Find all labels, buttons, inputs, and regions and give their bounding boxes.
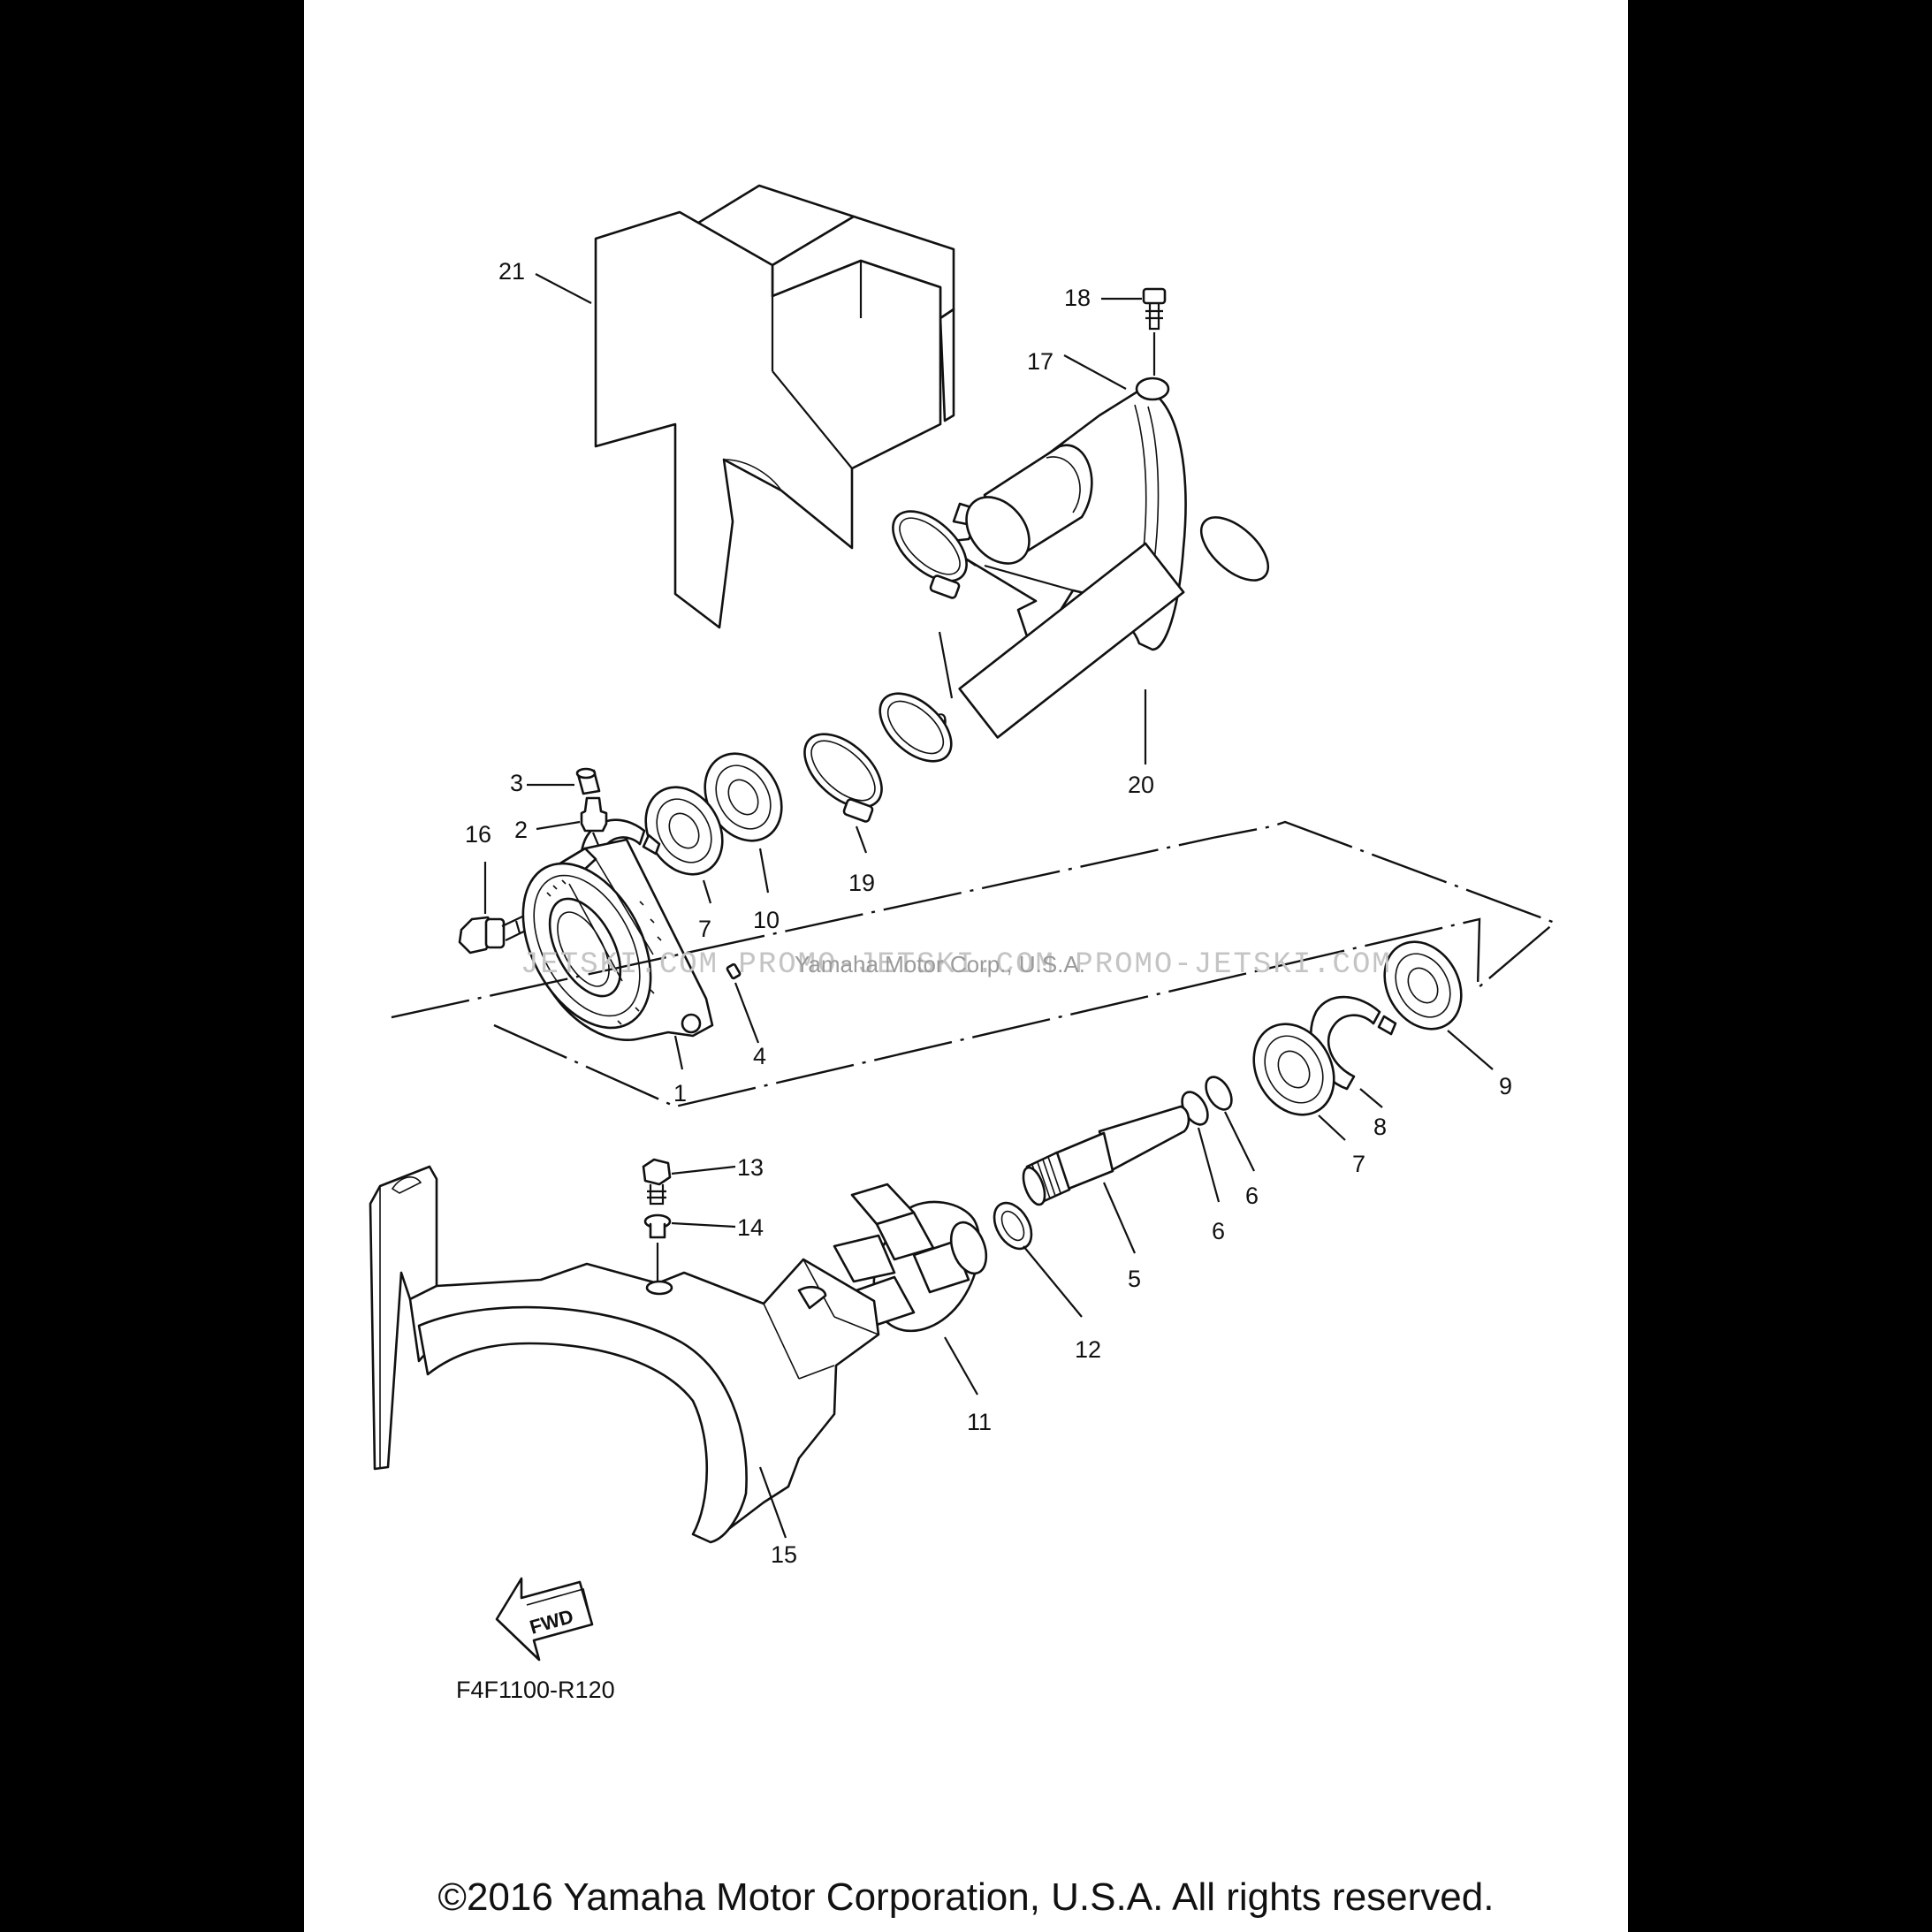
callout-7-upper: 7 (698, 916, 711, 942)
callout-6-right: 6 (1245, 1183, 1259, 1209)
part-21-cover (594, 184, 955, 629)
part-14-collar (643, 1213, 672, 1239)
leader-11 (944, 1336, 978, 1396)
part-9-bearing (1383, 940, 1463, 1031)
part-12-washer (993, 1201, 1033, 1251)
diagram-sheet: 21 18 17 19 20 19 (304, 0, 1628, 1932)
watermark-text: JETSKI.COM PROMO-JETSKI.COM PROMO-JETSKI… (521, 948, 1392, 982)
callout-17: 17 (1027, 348, 1053, 375)
leader-8-lower (1359, 1088, 1383, 1108)
callout-11: 11 (967, 1409, 992, 1435)
callout-19-lower: 19 (848, 870, 875, 896)
callout-2: 2 (514, 817, 528, 843)
callout-5: 5 (1128, 1266, 1141, 1292)
assembly-bracket (383, 820, 1557, 1108)
part-4-pin (726, 962, 742, 980)
callout-18: 18 (1064, 285, 1091, 311)
leader-19-lower (855, 825, 868, 854)
callout-10: 10 (753, 907, 780, 933)
leader-17 (1063, 354, 1127, 390)
part-6-oring-a (1205, 1076, 1233, 1111)
leader-9 (1447, 1030, 1494, 1070)
copyright-notice: ©2016 Yamaha Motor Corporation, U.S.A. A… (437, 1875, 1495, 1919)
part-7-bearing-lower (1252, 1023, 1335, 1116)
leader-13 (671, 1165, 736, 1175)
callout-13: 13 (737, 1154, 764, 1181)
leader-4 (734, 982, 760, 1044)
callout-16: 16 (465, 821, 491, 848)
part-2-grease-nipple (580, 796, 608, 856)
part-5-shaft (1022, 1105, 1190, 1206)
callout-12: 12 (1075, 1336, 1101, 1363)
part-18-bolt (1142, 287, 1167, 331)
figure-code: F4F1100-R120 (456, 1677, 615, 1703)
callout-15: 15 (771, 1541, 797, 1568)
part-7-bearing-upper (644, 786, 724, 876)
leader-15 (758, 1466, 787, 1539)
callout-20: 20 (1128, 772, 1154, 798)
leader-2 (536, 820, 581, 831)
leader-7-lower (1318, 1114, 1346, 1141)
leader-5 (1102, 1182, 1137, 1254)
leader-7-upper (702, 879, 712, 904)
part-20-hose (879, 516, 1270, 763)
callout-14: 14 (737, 1214, 764, 1241)
watermark-subtext: Yamaha Motor Corp., U.S.A. (795, 951, 1085, 977)
leader-19-upper (938, 631, 954, 699)
callout-21: 21 (498, 258, 525, 285)
leader-6-right (1224, 1111, 1255, 1172)
callout-8-lower: 8 (1373, 1114, 1387, 1140)
callout-3: 3 (510, 770, 523, 796)
part-19-clamp-upper (892, 510, 968, 599)
callout-7-lower: 7 (1352, 1151, 1365, 1177)
part-11-impeller (833, 1183, 988, 1333)
callout-6-left: 6 (1212, 1218, 1225, 1244)
leader-21 (535, 273, 592, 304)
leader-12 (1023, 1245, 1083, 1318)
callout-4: 4 (753, 1043, 766, 1069)
part-15-housing-cover (369, 1165, 880, 1544)
part-19-clamp-lower (803, 733, 883, 823)
part-3-cap (575, 767, 601, 795)
leader-1 (673, 1035, 684, 1070)
leader-6-left (1197, 1127, 1221, 1203)
leader-10 (758, 848, 770, 894)
callout-9: 9 (1499, 1073, 1512, 1099)
exploded-parts-diagram: 21 18 17 19 20 19 (369, 184, 1557, 1662)
callout-1: 1 (673, 1080, 687, 1107)
part-13-bolt (642, 1158, 672, 1206)
fwd-arrow-icon: FWD (495, 1577, 594, 1662)
leader-14 (671, 1221, 736, 1228)
